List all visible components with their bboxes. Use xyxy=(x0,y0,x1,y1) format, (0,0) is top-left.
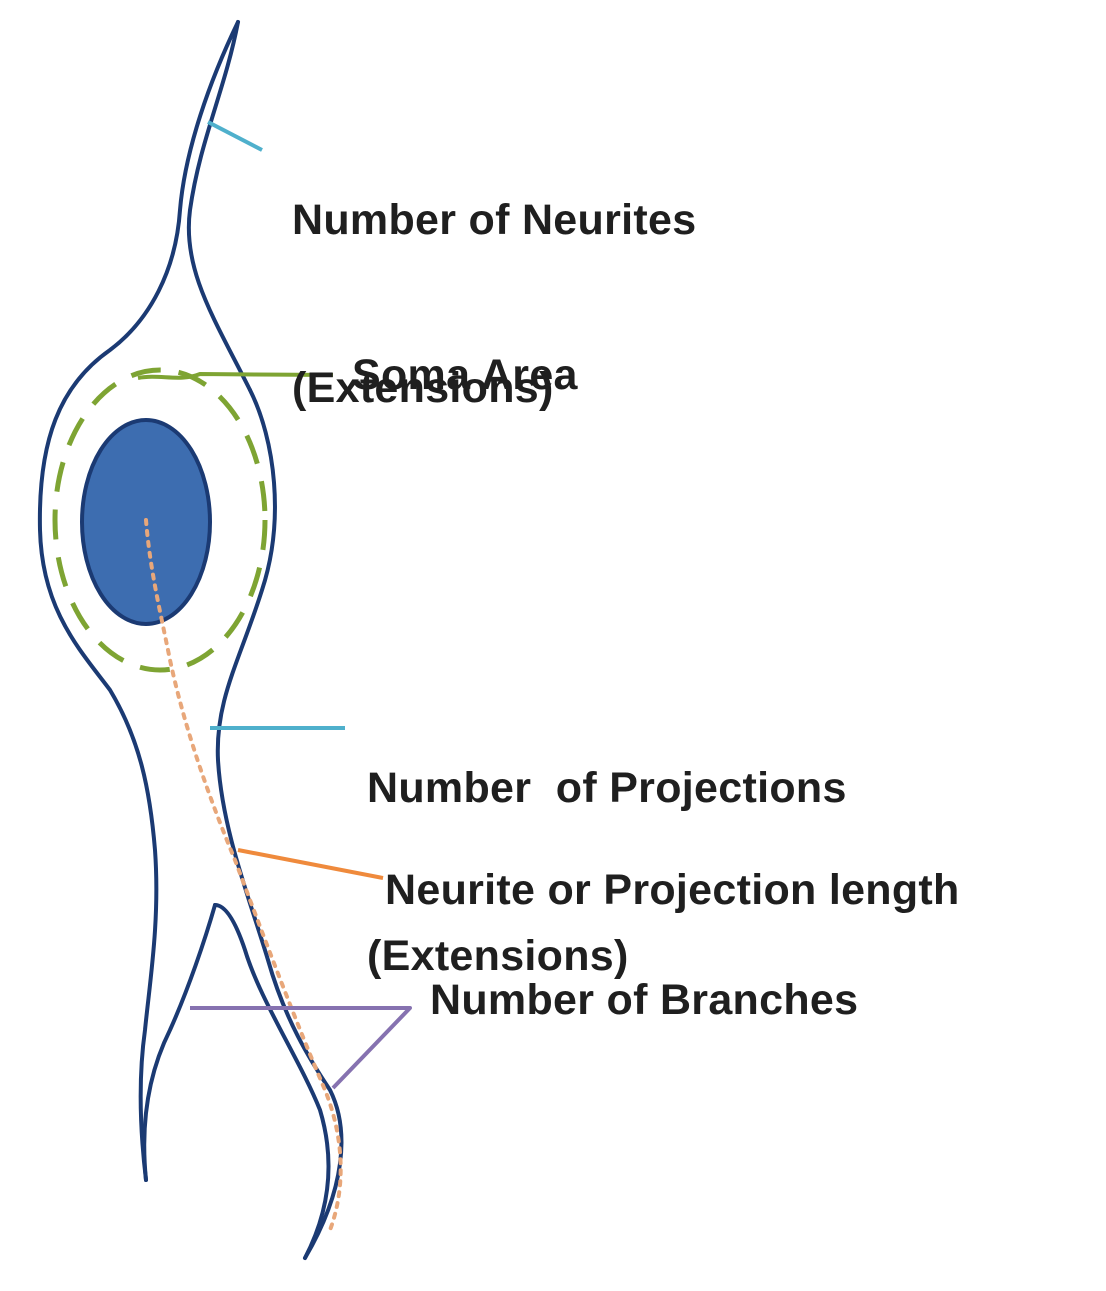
projection-length-trace xyxy=(144,518,343,1232)
label-number-of-projections-line1: Number of Projections xyxy=(367,764,847,812)
label-soma-area: Soma Area xyxy=(352,351,578,399)
cell-outline-neurite-inner xyxy=(186,20,252,392)
soma-area-outline xyxy=(52,367,268,673)
label-number-of-projections-line2: (Extensions) xyxy=(367,932,629,980)
cell-outline-branch xyxy=(142,903,217,1182)
label-number-of-neurites-line1: Number of Neurites xyxy=(292,196,697,244)
length-pointer-line xyxy=(237,848,384,880)
cell-outline-left xyxy=(37,20,240,1182)
label-neurite-or-projection-length: Neurite or Projection length xyxy=(385,866,960,914)
branches-pointer-line xyxy=(190,1006,412,1090)
cell-outline-right xyxy=(215,388,344,1260)
neurites-pointer-line xyxy=(207,120,263,152)
label-number-of-neurites: Number of Neurites (Extensions) xyxy=(292,80,696,472)
label-number-of-projections: Number of Projections (Extensions) xyxy=(367,648,847,1040)
label-number-of-branches: Number of Branches xyxy=(430,976,859,1024)
cell-outline-projection-inner xyxy=(213,903,331,1260)
label-number-of-neurites-line2: (Extensions) xyxy=(292,364,554,412)
soma-pointer-line xyxy=(137,371,334,380)
